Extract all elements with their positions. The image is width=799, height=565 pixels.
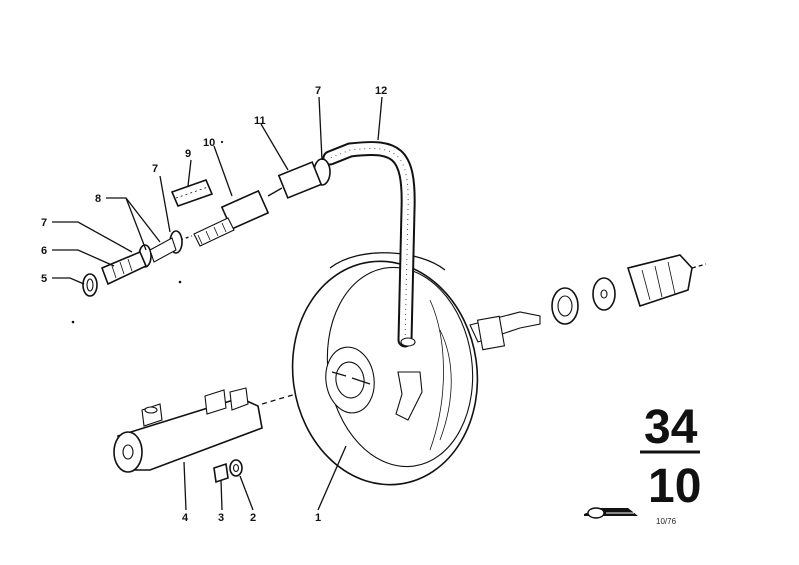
callout-5: 5	[41, 273, 47, 285]
callout-7-left: 7	[41, 217, 47, 229]
leader-lines	[52, 96, 383, 511]
callout-4: 4	[182, 512, 189, 524]
sealing-ring[interactable]	[82, 273, 98, 297]
stray-mark	[71, 320, 75, 324]
callout-labels: 1 2 3 4 5 6 7 7 7 8 9 10 11 12	[41, 85, 387, 524]
callout-12: 12	[375, 85, 387, 97]
callout-3: 3	[218, 512, 224, 524]
connector-fitting[interactable]	[179, 187, 283, 247]
group-sub-number: 10	[648, 460, 701, 513]
callout-2: 2	[250, 512, 256, 524]
date-code: 10/76	[656, 517, 677, 526]
callout-8: 8	[95, 193, 101, 205]
plug-nut[interactable]	[213, 462, 229, 484]
callout-7-mid: 7	[152, 163, 158, 175]
master-cylinder[interactable]	[113, 387, 297, 473]
callout-7-top: 7	[315, 85, 321, 97]
group-main-number: 34	[644, 401, 698, 454]
rear-seal-parts[interactable]	[551, 254, 707, 325]
small-hose[interactable]	[170, 178, 214, 208]
callout-10: 10	[203, 137, 215, 149]
callout-9: 9	[185, 148, 191, 160]
brake-booster[interactable]	[278, 249, 541, 496]
group-number-block: 34 10	[640, 401, 701, 513]
seal-washer[interactable]	[229, 459, 243, 477]
nipple-fitting[interactable]	[100, 250, 148, 286]
stray-mark	[178, 280, 182, 284]
callout-6: 6	[41, 245, 47, 257]
callout-11: 11	[254, 115, 266, 127]
callout-1: 1	[315, 512, 321, 524]
hose-clamp-upper[interactable]	[277, 158, 331, 199]
bmw-car-logo-icon	[584, 507, 638, 519]
vacuum-hose[interactable]	[322, 141, 416, 348]
stray-mark	[220, 140, 224, 144]
